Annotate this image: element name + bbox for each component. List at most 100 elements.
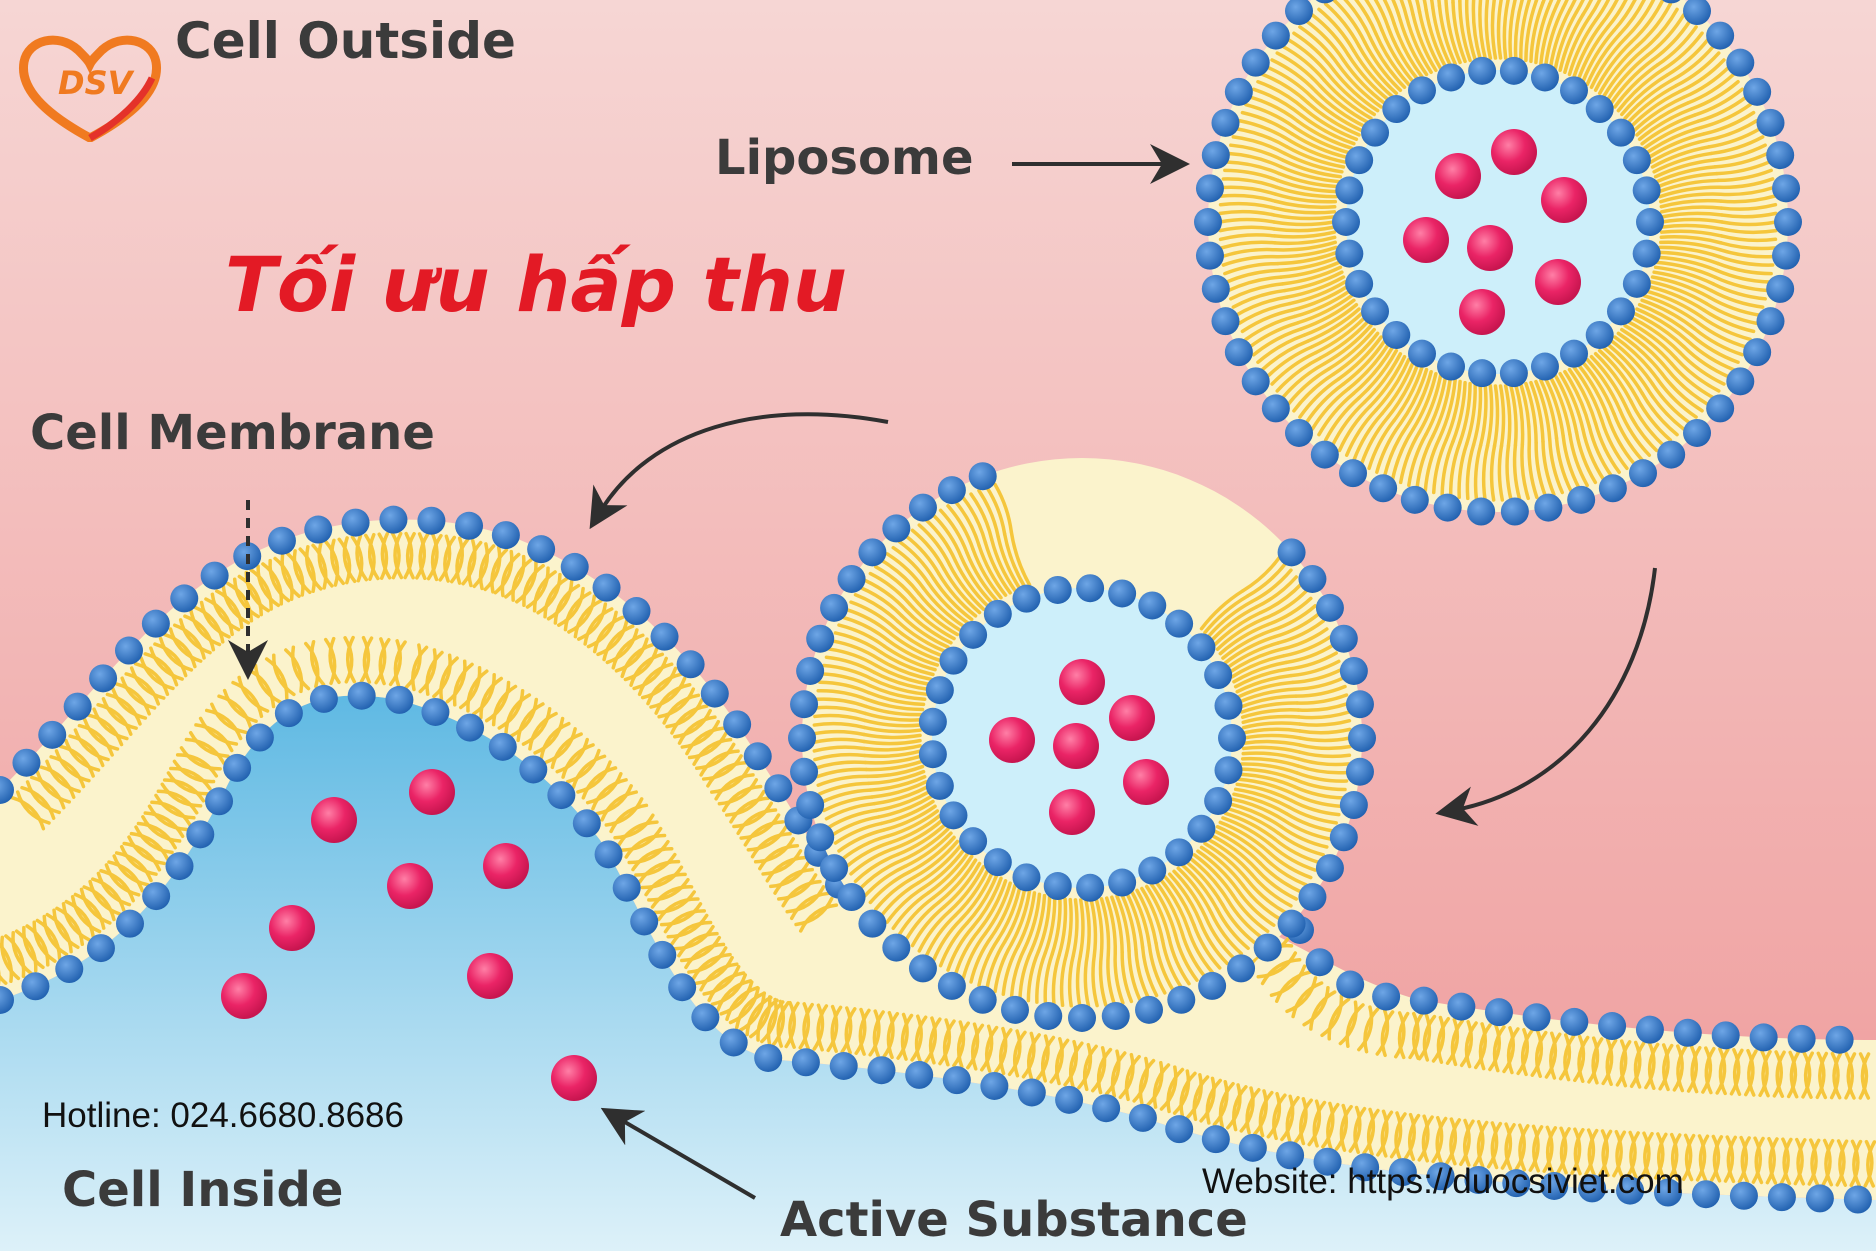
curved-arrow-left — [589, 412, 889, 530]
cell-membrane-bilayer — [0, 505, 1876, 1214]
phospholipid-head — [1499, 359, 1528, 388]
phospholipid-head — [723, 710, 752, 739]
active-substance-particle — [1541, 177, 1587, 223]
phospholipid-head — [1843, 1185, 1872, 1214]
active-substance-particle — [1435, 153, 1481, 199]
phospholipid-head — [456, 713, 485, 742]
phospholipid-head — [1108, 868, 1137, 897]
active-substance-arrow — [600, 1107, 757, 1200]
active-substance-particle — [387, 863, 433, 909]
phospholipid-head — [592, 573, 621, 602]
phospholipid-head — [267, 526, 296, 555]
phospholipid-head — [1361, 118, 1390, 147]
page-title: Tối ưu hấp thu — [225, 240, 848, 329]
phospholipid-head — [1767, 1183, 1796, 1212]
phospholipid-head — [21, 972, 50, 1001]
phospholipid-head — [1560, 1007, 1589, 1036]
phospholipid-head — [1468, 56, 1497, 85]
phospholipid-head — [1138, 591, 1167, 620]
phospholipid-head — [347, 681, 376, 710]
phospholipid-head — [1108, 579, 1137, 608]
phospholipid-head — [1201, 141, 1230, 170]
phospholipid-head — [1138, 856, 1167, 885]
logo-text: DSV — [58, 64, 133, 102]
phospholipid-head — [796, 656, 825, 685]
phospholipid-head — [1277, 538, 1306, 567]
phospholipid-head — [980, 1071, 1009, 1100]
phospholipid-head — [806, 624, 835, 653]
phospholipid-head — [1313, 1147, 1342, 1176]
phospholipid-head — [1585, 320, 1614, 349]
phospholipid-head — [1034, 1001, 1063, 1030]
phospholipid-head — [1606, 118, 1635, 147]
phospholipid-head — [1043, 575, 1072, 604]
phospholipid-head — [882, 514, 911, 543]
phospholipid-head — [63, 692, 92, 721]
phospholipid-head — [115, 909, 144, 938]
phospholipid-head — [1261, 21, 1290, 50]
liposome — [1194, 0, 1802, 526]
phospholipid-head — [959, 827, 988, 856]
active-substance-particle — [1535, 259, 1581, 305]
active-substance-particle — [1109, 695, 1155, 741]
phospholipid-head — [200, 561, 229, 590]
phospholipid-head — [1653, 1178, 1682, 1207]
phospholipid-head — [1204, 661, 1233, 690]
phospholipid-head — [1315, 854, 1344, 883]
phospholipid-head — [1055, 1085, 1084, 1114]
phospholipid-head — [1540, 1171, 1569, 1200]
phospholipid-head — [1298, 883, 1327, 912]
phospholipid-head — [1787, 1024, 1816, 1053]
active-substance-particles — [221, 769, 597, 1101]
phospholipid-head — [385, 685, 414, 714]
active-substance-particle — [409, 769, 455, 815]
phospholipid-head — [1530, 352, 1559, 381]
phospholipid-head — [1017, 1078, 1046, 1107]
phospholipid-head — [1567, 485, 1596, 514]
phospholipid-head — [858, 538, 887, 567]
phospholipid-head — [1310, 440, 1339, 469]
phospholipid-head — [1335, 239, 1364, 268]
active-substance-particle — [551, 1055, 597, 1101]
curved-arrow-right — [1435, 567, 1657, 826]
phospholipid-head — [908, 954, 937, 983]
phospholipid-head — [1622, 146, 1651, 175]
phospholipid-head — [245, 723, 274, 752]
phospholipid-head — [1167, 985, 1196, 1014]
phospholipid-head — [1437, 63, 1466, 92]
phospholipid-head — [1218, 724, 1246, 752]
phospholipid-head — [1706, 394, 1735, 423]
phospholipid-head — [1165, 1115, 1194, 1144]
phospholipid-head — [594, 840, 623, 869]
phospholipid-head — [1012, 584, 1041, 613]
phospholipid-head — [937, 971, 966, 1000]
phospholipid-head — [1345, 690, 1374, 719]
phospholipid-head — [519, 755, 548, 784]
website-link[interactable]: Website: https://duocsiviet.com — [1202, 1162, 1684, 1201]
phospholipid-head — [858, 909, 887, 938]
phospholipid-head — [1261, 394, 1290, 423]
phospholipid-head — [274, 699, 303, 728]
phospholipid-head — [1329, 823, 1358, 852]
fusing-liposome — [788, 458, 1376, 1032]
phospholipid-head — [1165, 609, 1194, 638]
membrane-band — [0, 519, 1876, 1200]
phospholipid-head — [1464, 1165, 1493, 1194]
phospholipid-head — [560, 552, 589, 581]
phospholipid-head — [1756, 108, 1785, 137]
phospholipid-head — [918, 740, 947, 769]
phospholipid-head — [918, 707, 947, 736]
phospholipid-head — [527, 535, 556, 564]
phospholipid-head — [968, 985, 997, 1014]
phospholipid-head — [547, 781, 576, 810]
phospholipid-head — [1632, 239, 1661, 268]
phospholipid-head — [1629, 459, 1657, 488]
phospholipid-head — [806, 823, 835, 852]
phospholipid-head — [829, 1051, 858, 1080]
phospholipid-head — [1743, 338, 1772, 367]
phospholipid-head — [0, 776, 14, 804]
phospholipid-head — [1726, 48, 1755, 77]
phospholipid-head — [1204, 786, 1233, 815]
phospholipid-head — [764, 774, 793, 803]
phospholipid-head — [867, 1056, 896, 1085]
